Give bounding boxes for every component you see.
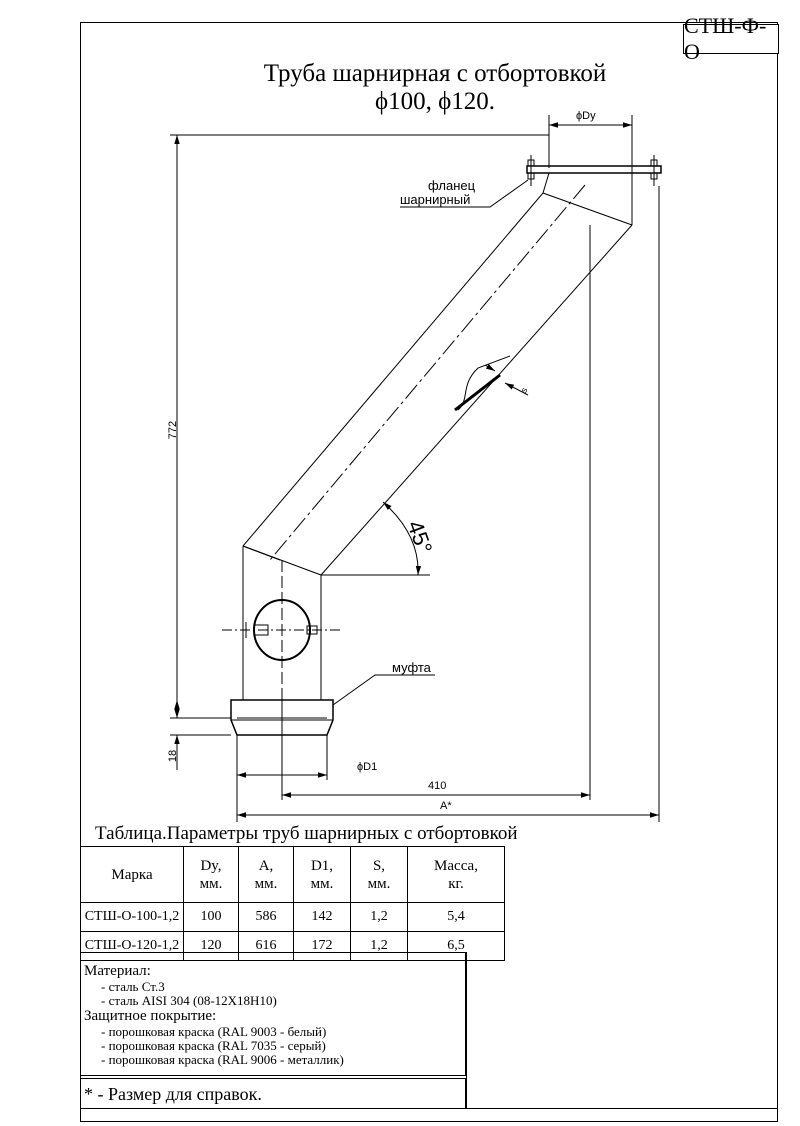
dim-angle-label: 45°: [402, 517, 437, 557]
material-item: - сталь Ст.3: [101, 979, 165, 994]
dim-dy-label: ϕDу: [576, 110, 596, 122]
drawing-title: Труба шарнирная с отбортовкой ϕ100, ϕ120…: [200, 60, 670, 116]
coupling-label: муфта: [392, 660, 432, 675]
title-line-1: Труба шарнирная с отбортовкой: [263, 60, 607, 87]
cell-s: 1,2: [350, 902, 408, 932]
cell-mark: СТШ-О-120-1,2: [80, 931, 184, 961]
dim-s-label: s: [519, 385, 530, 394]
header-a: A, мм.: [238, 846, 294, 903]
cell-a: 586: [238, 902, 294, 932]
header-mass: Масса, кг.: [407, 846, 505, 903]
flange-label-2: шарнирный: [400, 192, 470, 207]
wall-section: [454, 373, 501, 412]
title-line-2: ϕ100, ϕ120.: [374, 88, 496, 115]
cell-mass: 6,5: [407, 931, 505, 961]
dim-height-label: 772: [167, 421, 179, 439]
coating-item: - порошковая краска (RAL 9003 - белый): [101, 1024, 327, 1039]
table-row: СТШ-О-120-1,2 120 616 172 1,2 6,5: [80, 931, 505, 961]
coupling-leader: [332, 674, 435, 706]
header-d1: D1, мм.: [293, 846, 351, 903]
cell-a: 616: [238, 931, 294, 961]
flange-label-1: фланец: [428, 178, 476, 193]
header-s: S, мм.: [350, 846, 408, 903]
cell-s: 1,2: [350, 931, 408, 961]
technical-drawing: ϕDу фланец шарнирный s 45° 772 18 муфта …: [167, 110, 662, 822]
table-caption: Таблица.Параметры труб шарнирных с отбор…: [95, 823, 518, 844]
hinged-flange: [526, 165, 662, 174]
flange-leader: [400, 179, 529, 208]
dim-a-label: А*: [440, 800, 452, 812]
table-row: СТШ-О-100-1,2 100 586 142 1,2 5,4: [80, 902, 505, 932]
header-mark: Марка: [80, 846, 184, 903]
divider: [80, 1108, 778, 1109]
material-title: Материал:: [84, 963, 151, 979]
cell-d1: 172: [293, 931, 351, 961]
parameters-table: Марка Dy, мм. A, мм. D1, мм. S, мм. Масс…: [80, 846, 505, 961]
footnote: * - Размер для справок.: [80, 1078, 466, 1109]
cell-d1: 142: [293, 902, 351, 932]
divider: [466, 952, 467, 1109]
cell-dy: 100: [183, 902, 239, 932]
pipe-axis: [269, 184, 586, 561]
coating-item: - порошковая краска (RAL 9006 - металлик…: [101, 1052, 344, 1067]
cell-mark: СТШ-О-100-1,2: [80, 902, 184, 932]
dim-410-label: 410: [428, 780, 446, 792]
coating-item: - порошковая краска (RAL 7035 - серый): [101, 1038, 326, 1053]
header-dy: Dy, мм.: [183, 846, 239, 903]
diagonal-pipe-lower-edge: [320, 224, 633, 576]
cell-mass: 5,4: [407, 902, 505, 932]
drawing-frame: [80, 22, 778, 1122]
table-header-row: Марка Dy, мм. A, мм. D1, мм. S, мм. Масс…: [80, 846, 505, 903]
dim-bottom-label: 18: [167, 750, 179, 762]
material-notes: Материал: - сталь Ст.3 - сталь AISI 304 …: [80, 952, 466, 1076]
dim-d1-label: ϕD1: [357, 761, 377, 773]
coating-title: Защитное покрытие:: [84, 1008, 217, 1024]
material-item: - сталь AISI 304 (08-12Х18Н10): [101, 993, 277, 1008]
